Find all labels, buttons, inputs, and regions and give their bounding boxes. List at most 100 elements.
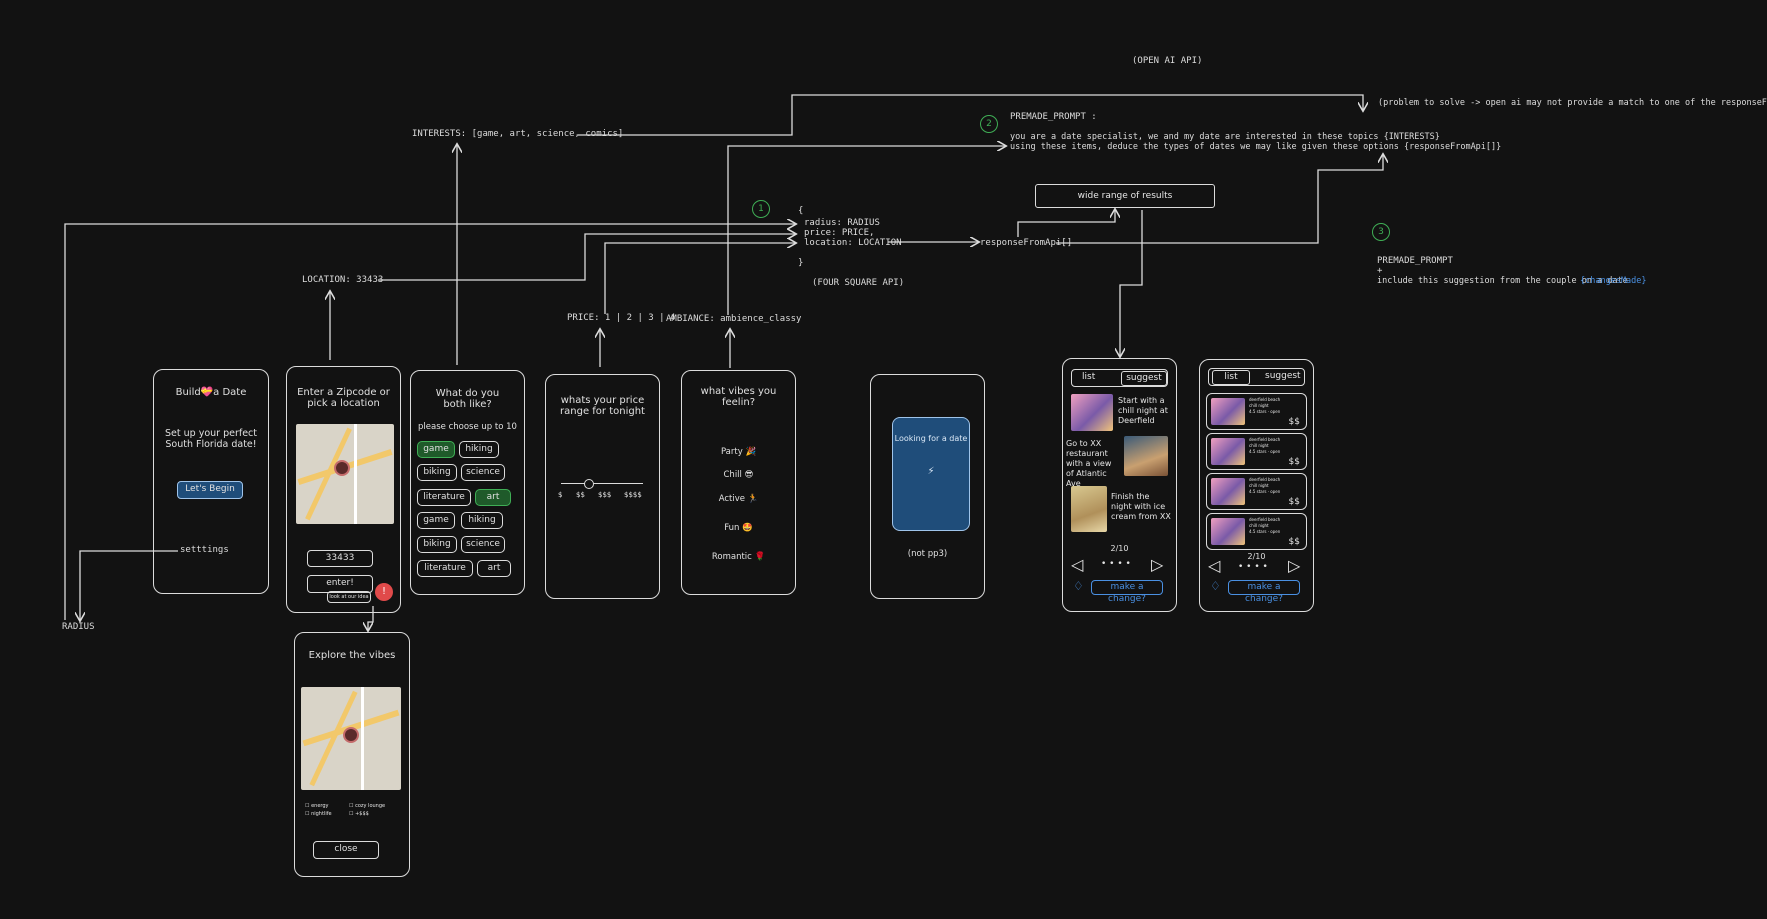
itinerary-page: 2/10	[1110, 544, 1129, 553]
chip-hiking[interactable]: hiking	[459, 441, 499, 458]
radius-label: RADIUS	[62, 622, 95, 632]
vibe-romantic[interactable]: Romantic 🌹	[711, 552, 766, 562]
response-from-api-label: responseFromApi[]	[980, 238, 1073, 248]
prev-arrow-icon[interactable]: ◁	[1071, 555, 1084, 574]
list-next-arrow-icon[interactable]: ▷	[1288, 556, 1301, 575]
step-3-marker: 3	[1372, 223, 1390, 241]
step-2-marker: 2	[980, 115, 998, 133]
enter-button[interactable]: enter!	[307, 575, 373, 593]
chip-art-2[interactable]: art	[477, 560, 511, 577]
chip-game-2[interactable]: game	[417, 512, 455, 529]
map-pin-icon	[334, 460, 350, 476]
price-screen: whats your price range for tonight $ $$ …	[545, 374, 660, 599]
list-pager-dots: • • • •	[1238, 562, 1268, 572]
enter-sub-label: look at our idea	[327, 591, 371, 603]
tab-list[interactable]: list	[1082, 372, 1096, 382]
list-page: 2/10	[1247, 552, 1266, 561]
location-title: Enter a Zipcode or pick a location	[297, 387, 390, 409]
explore-map-pin-icon	[343, 727, 359, 743]
list-tabs: list suggest	[1208, 368, 1305, 386]
explore-map[interactable]	[301, 687, 401, 790]
chip-science-2[interactable]: science	[461, 536, 505, 553]
list-prev-arrow-icon[interactable]: ◁	[1208, 556, 1221, 575]
lets-begin-button[interactable]: Let's Begin	[177, 481, 243, 499]
tab-suggest[interactable]: suggest	[1121, 371, 1167, 386]
explore-screen: Explore the vibes ☐ energy ☐ nightlife ☐…	[294, 632, 410, 877]
wide-range-box: wide range of results	[1035, 184, 1215, 208]
location-map[interactable]	[296, 424, 394, 524]
loading-screen: Looking for a date ⚡ (not pp3)	[870, 374, 985, 599]
chip-science[interactable]: science	[461, 464, 505, 481]
location-screen: Enter a Zipcode or pick a location 33433…	[286, 366, 401, 613]
list-make-change-button[interactable]: make a change?	[1228, 580, 1300, 604]
pager-dots: • • • •	[1101, 559, 1131, 569]
check-energy[interactable]: ☐ energy	[305, 803, 329, 809]
loading-note: (not pp3)	[907, 549, 948, 559]
tick-4: $$$$	[624, 491, 642, 499]
itinerary-screen: list suggest Start with a chill night at…	[1062, 358, 1177, 612]
tick-3: $$$	[598, 491, 612, 499]
params-brace-close: }	[798, 258, 804, 268]
tick-2: $$	[576, 491, 585, 499]
vibe-chill[interactable]: Chill 😎	[723, 470, 754, 480]
interests-screen: What do you both like? please choose up …	[410, 370, 525, 595]
sparkle-icon: ♢	[1073, 579, 1084, 593]
next-arrow-icon[interactable]: ▷	[1151, 555, 1164, 574]
params-brace-open: {	[798, 206, 804, 216]
itinerary-photo-1	[1071, 394, 1113, 431]
premade-prompt-3-label: PREMADE_PROMPT	[1377, 256, 1453, 266]
openai-api-label: (OPEN AI API)	[1132, 56, 1203, 66]
check-nightlife[interactable]: ☐ nightlife	[305, 811, 332, 817]
itinerary-item-3: Finish the night with ice cream from XX	[1111, 492, 1171, 521]
itinerary-item-1: Start with a chill night at Deerfield	[1118, 396, 1168, 425]
vibe-active[interactable]: Active 🏃	[718, 494, 759, 504]
settings-label: setttings	[180, 545, 229, 555]
premade-prompt-label: PREMADE_PROMPT :	[1010, 112, 1097, 122]
price-slider-track[interactable]	[561, 483, 643, 485]
itinerary-photo-3	[1071, 486, 1107, 532]
loading-spinner-icon: ⚡	[927, 466, 935, 477]
chip-literature-2[interactable]: literature	[417, 560, 473, 577]
chip-biking-2[interactable]: biking	[417, 536, 457, 553]
location-param: location: LOCATION	[804, 238, 902, 248]
list-tab-suggest[interactable]: suggest	[1265, 371, 1301, 381]
vibe-party[interactable]: Party 🎉	[720, 447, 757, 457]
interests-hint: please choose up to 10	[418, 422, 517, 432]
problem-note: (problem to solve -> open ai may not pro…	[1378, 98, 1767, 108]
explore-title: Explore the vibes	[308, 650, 396, 661]
check-cozy-lounge[interactable]: ☐ cozy lounge	[349, 803, 386, 809]
chip-game[interactable]: game	[417, 441, 455, 458]
itinerary-item-2: Go to XX restaurant with a view of Atlan…	[1066, 439, 1112, 488]
make-change-button[interactable]: make a change?	[1091, 580, 1163, 604]
prompt-line-2: using these items, deduce the types of d…	[1010, 142, 1502, 152]
price-title: whats your price range for tonight	[560, 395, 645, 417]
alert-badge: !	[375, 583, 393, 601]
list-sparkle-icon: ♢	[1210, 579, 1221, 593]
interests-title: What do you both like?	[435, 388, 500, 410]
itinerary-photo-2	[1124, 436, 1168, 476]
plus-sign: +	[1377, 266, 1383, 276]
itinerary-tabs: list suggest	[1071, 369, 1168, 387]
check-price[interactable]: ☐ +$$$	[349, 811, 369, 817]
chip-hiking-2[interactable]: hiking	[461, 512, 503, 529]
zipcode-input[interactable]: 33433	[307, 550, 373, 567]
ambiance-label: AMBIANCE: ambience_classy	[666, 314, 802, 324]
price-slider-thumb[interactable]	[584, 479, 595, 489]
list-tab-list[interactable]: list	[1212, 370, 1250, 385]
welcome-screen: Build💝a Date Set up your perfect South F…	[153, 369, 269, 594]
chip-literature[interactable]: literature	[417, 489, 471, 506]
chip-biking[interactable]: biking	[417, 464, 457, 481]
radius-param: radius: RADIUS	[804, 218, 880, 228]
vibes-title: what vibes you feelin?	[700, 386, 777, 408]
chip-art[interactable]: art	[475, 489, 511, 506]
loading-card-text: Looking for a date	[894, 434, 968, 443]
vibe-fun[interactable]: Fun 🤩	[724, 523, 753, 533]
price-param: price: PRICE,	[804, 228, 875, 238]
close-button[interactable]: close	[313, 841, 379, 859]
